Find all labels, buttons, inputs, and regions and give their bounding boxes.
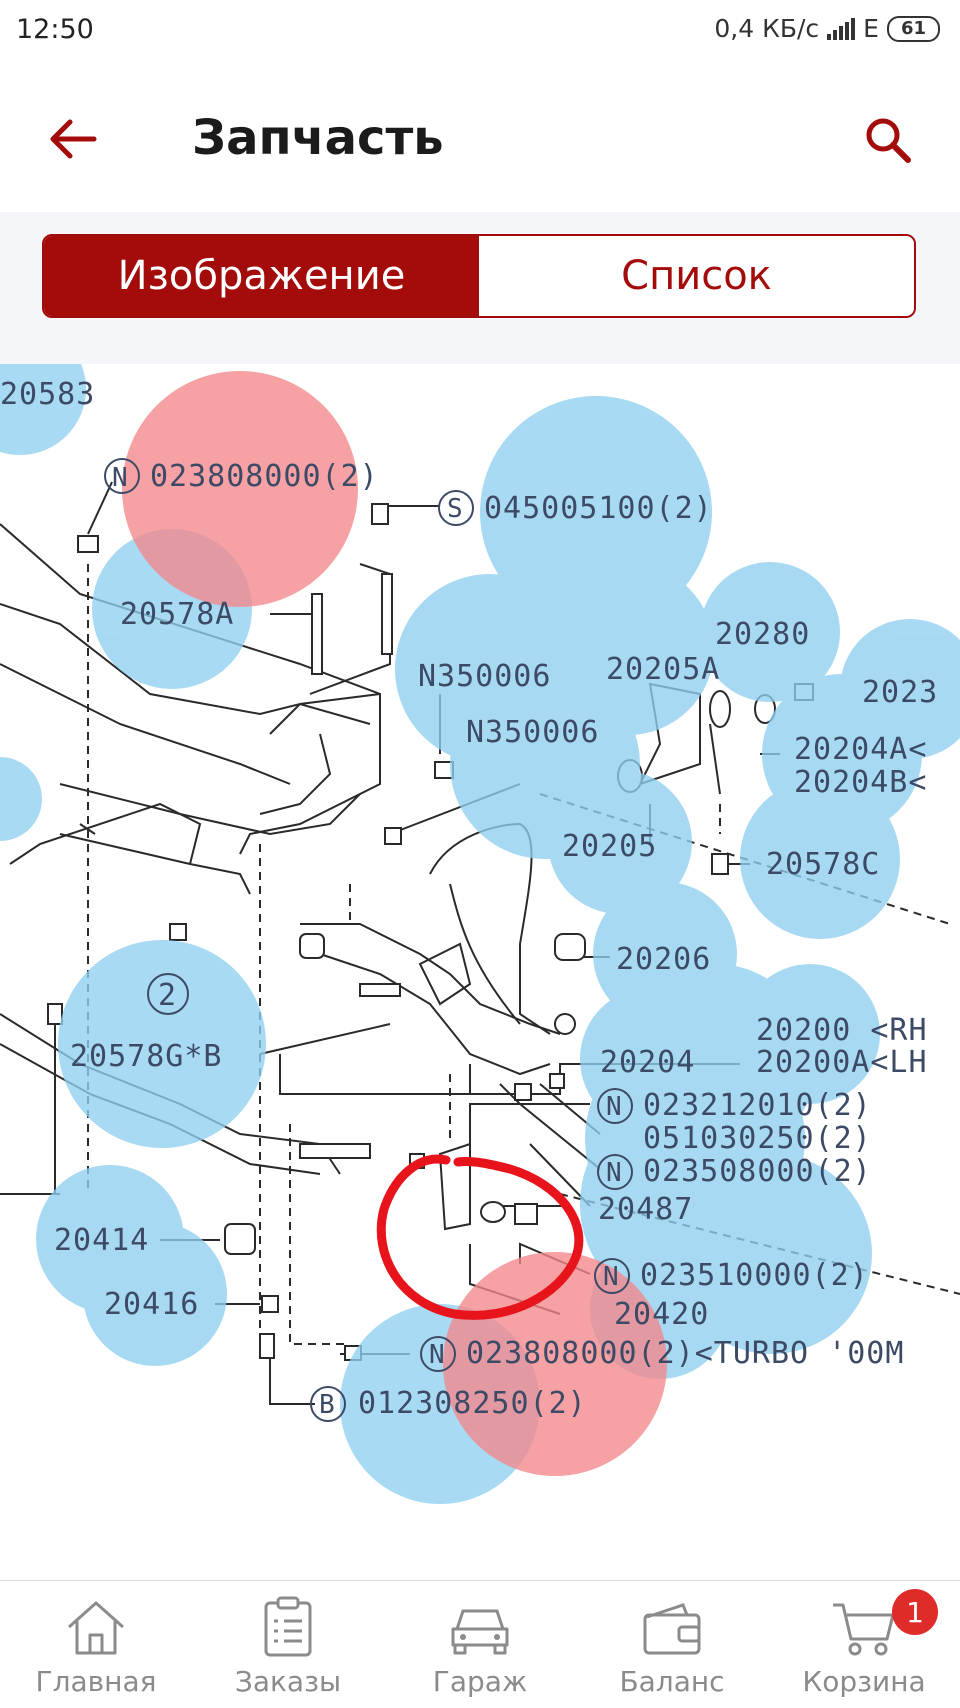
diagram-label[interactable]: 2023 <box>862 675 938 710</box>
diagram-label[interactable]: 023510000(2) <box>640 1258 869 1293</box>
nav-label: Заказы <box>234 1665 342 1698</box>
bottom-navigation: Главная Заказы Гараж Баланс Корзина 1 <box>0 1580 960 1708</box>
tab-image[interactable]: Изображение <box>44 236 479 316</box>
view-switcher-area: Изображение Список <box>0 212 960 364</box>
view-switcher: Изображение Список <box>42 234 916 318</box>
diagram-label[interactable]: 20578C <box>766 847 880 882</box>
diagram-label[interactable]: N350006 <box>418 659 551 694</box>
diagram-label[interactable]: 012308250(2) <box>358 1386 587 1421</box>
parts-diagram[interactable]: 20583 N 023808000(2) S 045005100(2) 2057… <box>0 364 960 1580</box>
diagram-label[interactable]: 20583 <box>0 377 95 412</box>
diagram-label[interactable]: 20205 <box>562 829 657 864</box>
nav-item-garage[interactable]: Гараж <box>384 1581 576 1708</box>
diagram-label-prefix: N <box>112 463 129 493</box>
nav-label: Баланс <box>619 1665 725 1698</box>
diagram-label[interactable]: 023212010(2) <box>643 1088 872 1123</box>
diagram-label[interactable]: 20205A <box>606 652 720 687</box>
diagram-label[interactable]: 023808000(2)<TURBO '00M <box>466 1336 904 1371</box>
page-title: Запчасть <box>192 110 444 166</box>
diagram-label[interactable]: 20204B< <box>794 765 927 800</box>
search-button[interactable] <box>860 112 916 168</box>
diagram-label[interactable]: 20578A <box>120 597 234 632</box>
diagram-label-prefix: S <box>447 494 464 524</box>
car-icon <box>451 1609 509 1655</box>
diagram-label-prefix: N <box>603 1262 620 1292</box>
signal-icon <box>827 17 856 40</box>
diagram-label[interactable]: 045005100(2) <box>484 491 713 526</box>
arrow-left-icon <box>50 119 97 159</box>
home-icon <box>68 1601 124 1655</box>
search-icon <box>866 118 911 163</box>
nav-label: Гараж <box>432 1665 528 1698</box>
status-bar: 12:50 0,4 КБ/с E 61 <box>0 0 960 66</box>
diagram-label-prefix: N <box>606 1158 623 1188</box>
tab-list[interactable]: Список <box>479 236 914 316</box>
nav-label: Главная <box>35 1665 157 1698</box>
diagram-label[interactable]: 20414 <box>54 1223 149 1258</box>
diagram-label[interactable]: 20416 <box>104 1287 199 1322</box>
diagram-label[interactable]: N350006 <box>466 715 599 750</box>
cart-badge: 1 <box>892 1589 938 1635</box>
back-button[interactable] <box>44 114 104 164</box>
diagram-label-prefix: B <box>319 1390 336 1420</box>
diagram-label[interactable]: 20578G*B <box>70 1039 223 1074</box>
diagram-label[interactable]: 2 <box>158 978 177 1013</box>
clipboard-list-icon <box>264 1596 312 1657</box>
battery-icon: 61 <box>886 15 940 42</box>
network-type: E <box>863 14 879 43</box>
diagram-label-prefix: N <box>429 1340 446 1370</box>
diagram-label[interactable]: 051030250(2) <box>643 1121 872 1156</box>
nav-item-cart[interactable]: Корзина 1 <box>768 1581 960 1708</box>
app-bar: Запчасть <box>0 66 960 212</box>
highlight-ring <box>376 1154 584 1320</box>
nav-item-home[interactable]: Главная <box>0 1581 192 1708</box>
battery-level: 61 <box>900 17 926 39</box>
diagram-label[interactable]: 20420 <box>614 1297 709 1332</box>
diagram-label[interactable]: 023808000(2) <box>150 459 379 494</box>
diagram-label[interactable]: 20487 <box>598 1192 693 1227</box>
nav-item-orders[interactable]: Заказы <box>192 1581 384 1708</box>
wallet-icon <box>643 1603 701 1655</box>
shopping-cart-icon <box>833 1603 895 1656</box>
diagram-label[interactable]: 023508000(2) <box>643 1154 872 1189</box>
diagram-label[interactable]: 20204A< <box>794 732 927 767</box>
diagram-label[interactable]: 20206 <box>616 942 711 977</box>
nav-item-balance[interactable]: Баланс <box>576 1581 768 1708</box>
diagram-canvas: 20583 N 023808000(2) S 045005100(2) 2057… <box>0 364 960 1504</box>
nav-label: Корзина <box>802 1665 926 1698</box>
diagram-label[interactable]: 20204 <box>600 1045 695 1080</box>
diagram-label[interactable]: 20200A<LH <box>756 1045 928 1080</box>
diagram-label[interactable]: 20280 <box>715 617 810 652</box>
diagram-label[interactable]: 20200 <RH <box>756 1013 928 1048</box>
status-icons: 0,4 КБ/с E 61 <box>714 14 940 43</box>
network-speed: 0,4 КБ/с <box>714 14 820 43</box>
status-time: 12:50 <box>16 14 94 45</box>
diagram-label-prefix: N <box>606 1092 623 1122</box>
